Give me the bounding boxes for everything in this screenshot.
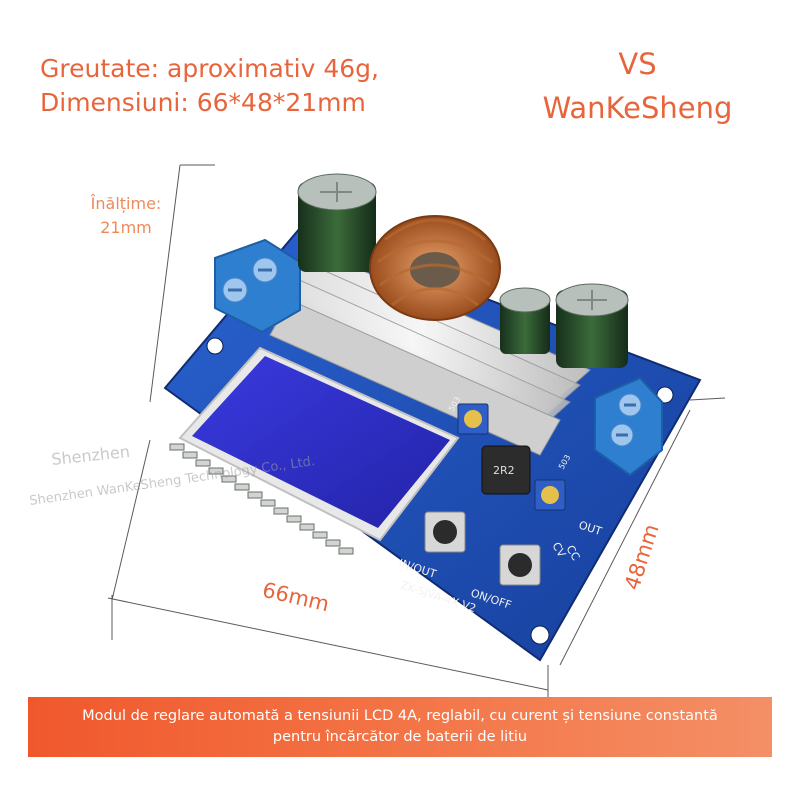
spec-text: Greutate: aproximativ 46g, Dimensiuni: 6…	[40, 52, 379, 120]
dimensions-text: Dimensiuni: 66*48*21mm	[40, 88, 366, 117]
watermark-line1: Shenzhen	[50, 442, 130, 469]
brand-block: VS WanKeSheng	[520, 42, 755, 130]
capacitor-large-left	[297, 173, 377, 272]
button-in-out	[424, 511, 466, 553]
dimension-lines	[107, 164, 726, 700]
inductor-marking: 2R2	[493, 464, 515, 477]
height-value-text: 21mm	[100, 218, 152, 237]
height-annotation: Înălțime: 21mm	[70, 192, 182, 240]
capacitor-large-right	[555, 283, 629, 368]
potentiometer-1	[457, 403, 489, 435]
weight-text: Greutate: aproximativ 46g,	[40, 54, 379, 83]
mount-hole	[206, 337, 224, 355]
header-pins	[169, 443, 354, 555]
lcd-display	[178, 346, 460, 542]
capacitor-small	[499, 287, 551, 354]
description-banner: Modul de reglare automată a tensiunii LC…	[28, 697, 772, 757]
toroid-inductor	[369, 215, 501, 321]
height-label-text: Înălțime:	[90, 194, 162, 213]
brand-name: WanKeSheng	[542, 91, 733, 125]
button-on-off	[499, 544, 541, 586]
description-text: Modul de reglare automată a tensiunii LC…	[82, 708, 718, 745]
mount-hole	[530, 625, 550, 645]
input-terminal	[214, 238, 301, 334]
potentiometer-2	[534, 479, 566, 511]
smd-inductor: 2R2	[481, 445, 531, 495]
mount-hole	[656, 386, 674, 404]
output-terminal	[594, 376, 663, 477]
brand-vs: VS	[618, 47, 657, 81]
